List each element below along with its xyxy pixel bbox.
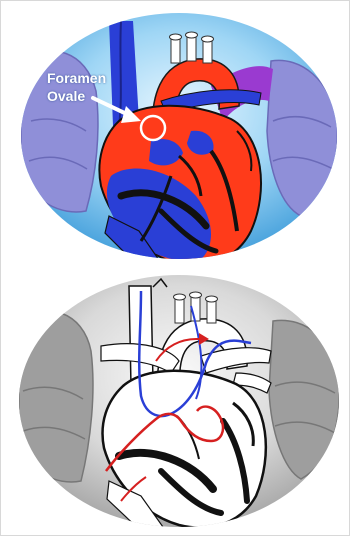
top-panel-colored [21, 13, 337, 269]
left-lung-grey [19, 311, 93, 482]
bottom-panel-schematic [19, 275, 339, 533]
foramen-label-line1: Foramen [47, 71, 106, 86]
foramen-label-line2: Ovale [47, 89, 85, 104]
